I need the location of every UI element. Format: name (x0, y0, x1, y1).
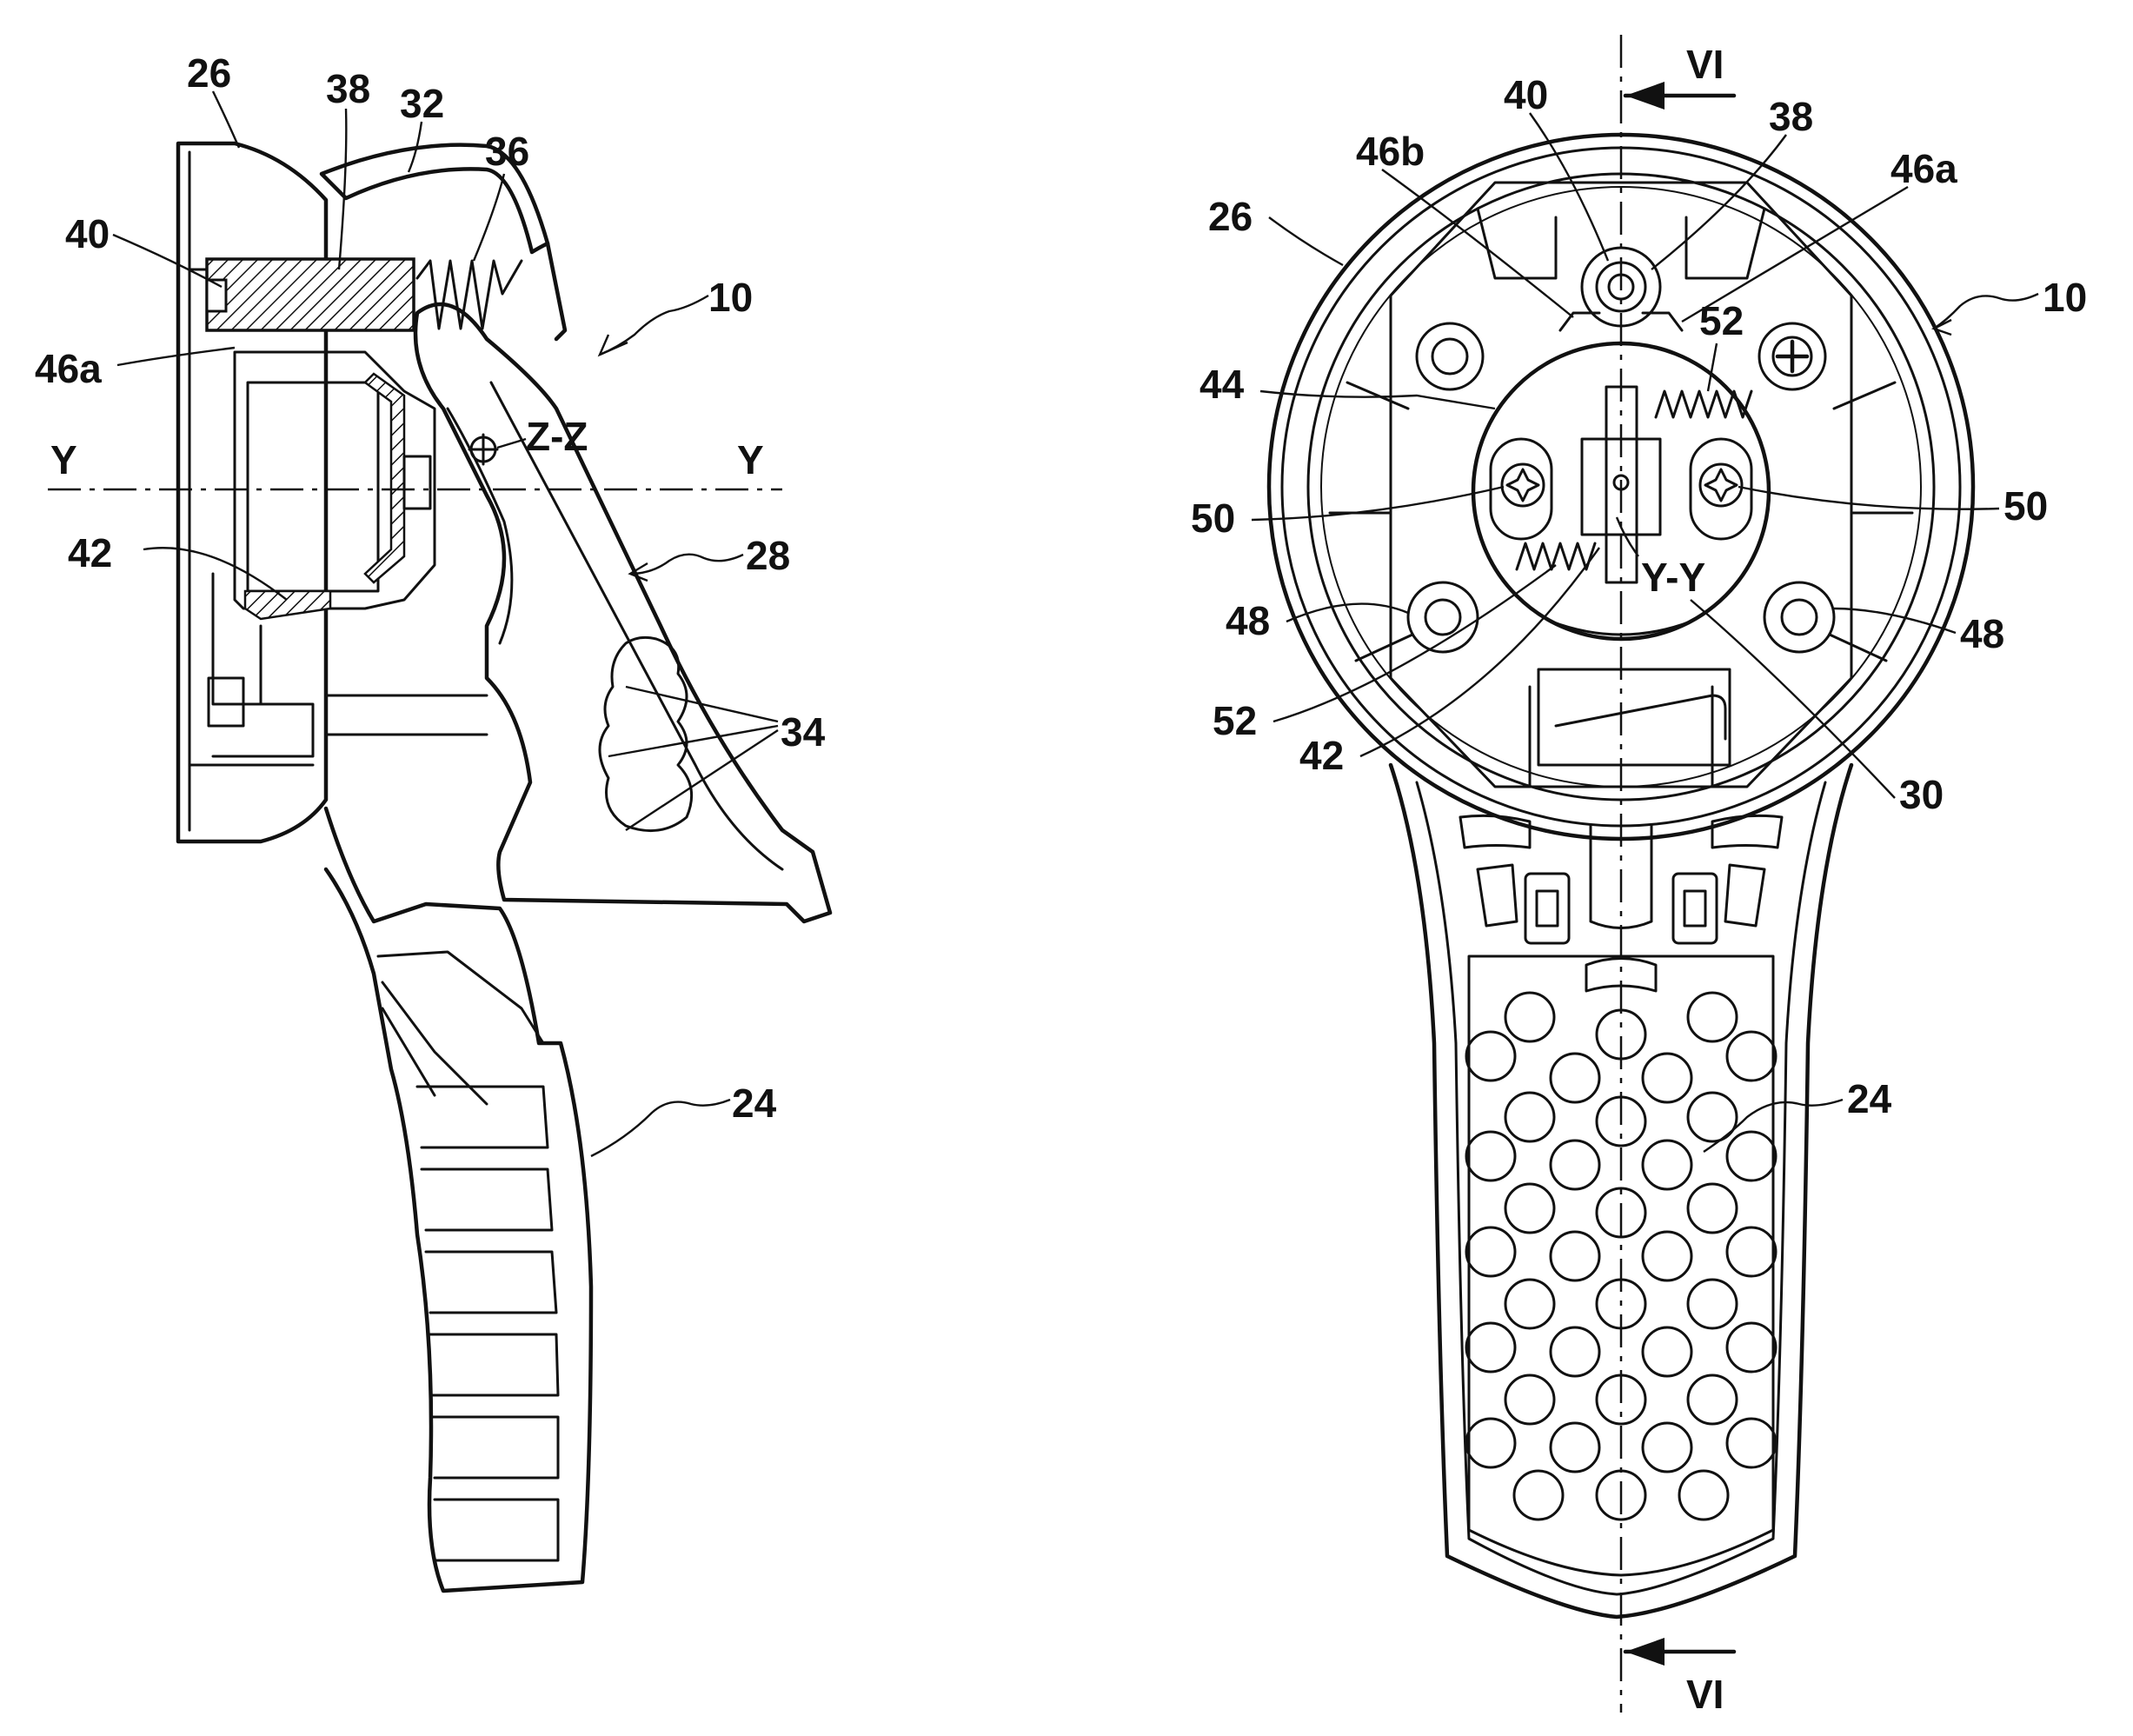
label-52-top: 52 (1699, 298, 1744, 343)
label-vi-top: VI (1686, 42, 1724, 87)
label-46a-front: 46a (1890, 146, 1957, 191)
cylinder-hatch-ring (365, 374, 404, 582)
label-26: 26 (187, 50, 231, 96)
label-38-front: 38 (1769, 94, 1813, 139)
shaft-38 (207, 259, 414, 330)
handle-24 (326, 808, 591, 1591)
hub-bump (404, 456, 430, 509)
housing-shell-inner (189, 152, 313, 830)
label-24-front: 24 (1847, 1076, 1892, 1121)
handle-ribs (417, 1087, 558, 1560)
label-vi-bottom: VI (1686, 1672, 1724, 1717)
label-46a: 46a (35, 346, 102, 391)
cylinder (248, 382, 378, 591)
label-48-right: 48 (1960, 611, 2004, 656)
side-view-labels: 26 38 32 36 40 10 46a Z-Z Y Y 42 28 34 2… (35, 50, 826, 1126)
label-44: 44 (1199, 362, 1245, 407)
ring-42-hatch (245, 591, 330, 619)
label-26-front: 26 (1208, 194, 1253, 239)
clip-30 (1538, 669, 1730, 765)
label-10: 10 (708, 275, 753, 320)
side-section-view (48, 143, 830, 1591)
trigger-inner-curve (448, 409, 512, 643)
label-48-left: 48 (1226, 598, 1270, 643)
label-40-front: 40 (1504, 72, 1548, 117)
label-y-right: Y (737, 437, 764, 482)
trigger-lever-28 (415, 304, 830, 921)
section-arrowhead-top (1625, 82, 1665, 110)
label-zz: Z-Z (526, 414, 588, 459)
label-10-front: 10 (2043, 275, 2087, 320)
label-42: 42 (68, 530, 112, 575)
label-42-front: 42 (1299, 733, 1344, 778)
section-arrowhead-bottom (1625, 1638, 1665, 1666)
label-36: 36 (485, 129, 529, 174)
label-40: 40 (65, 211, 110, 256)
label-34: 34 (781, 709, 826, 755)
label-30: 30 (1899, 772, 1944, 817)
label-yy: Y-Y (1641, 555, 1705, 600)
housing-shell-26 (178, 143, 326, 841)
cover-right-wall (548, 243, 565, 339)
label-32: 32 (400, 81, 444, 126)
handle-upper-ribs (378, 952, 543, 1104)
front-view (1269, 35, 1973, 1713)
label-50-left: 50 (1191, 496, 1235, 541)
label-50-right: 50 (2003, 483, 2048, 529)
label-46b: 46b (1356, 129, 1425, 174)
label-52-bottom: 52 (1213, 698, 1257, 743)
label-38: 38 (326, 66, 370, 111)
label-y-left: Y (50, 437, 77, 482)
label-24: 24 (732, 1081, 777, 1126)
spring-52-top (1656, 391, 1751, 417)
label-28: 28 (746, 533, 790, 578)
crossbar (326, 695, 487, 735)
